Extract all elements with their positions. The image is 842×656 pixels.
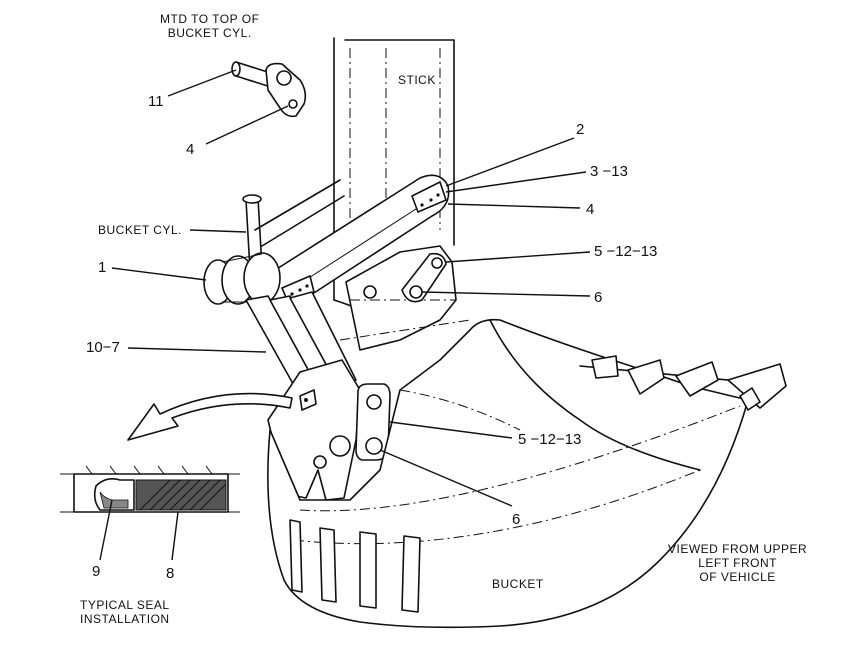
callout-6-top: 6 [594,289,603,306]
callout-6-low: 6 [512,511,521,528]
bucket-body [267,318,787,629]
bucket-label: BUCKET [492,577,544,591]
callout-11: 11 [148,93,164,110]
leader-lines [99,69,591,561]
callout-4-top: 4 [186,141,195,158]
callout-5-12-13-low: 5 −12−13 [518,431,582,448]
seal-detail [60,465,240,513]
bucket-cyl-label: BUCKET CYL. [98,223,182,237]
pivot-joint [203,252,281,305]
callout-2: 2 [576,121,585,138]
callout-9: 9 [92,563,101,580]
callout-5-12-13-top: 5 −12−13 [594,243,658,260]
stick-label: STICK [398,73,436,87]
detail-arrow [127,392,293,441]
pin-assembly-top [231,61,307,118]
callout-8: 8 [166,565,175,582]
callout-4-right: 4 [586,201,595,218]
callout-3-13: 3 −13 [590,163,628,180]
plate-top [401,252,447,303]
plate-low [355,383,391,461]
callout-1: 1 [98,259,107,276]
callout-10-7: 10−7 [86,339,120,356]
